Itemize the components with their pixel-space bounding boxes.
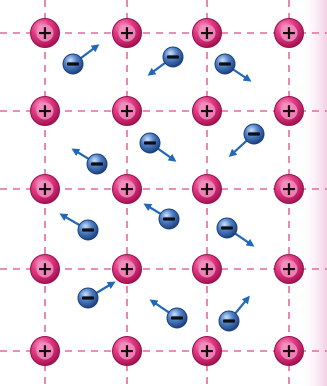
- positive-ion: +: [113, 255, 142, 284]
- positive-ion: +: [275, 255, 304, 284]
- ion-plus-sign: +: [37, 22, 53, 44]
- positive-ion: +: [193, 175, 222, 204]
- ion-plus-sign: +: [119, 178, 135, 200]
- ion-plus-sign: +: [119, 340, 135, 362]
- electron: [146, 205, 179, 229]
- positive-ion: +: [113, 175, 142, 204]
- electron: [78, 283, 113, 308]
- electron: [217, 218, 252, 245]
- right-edge-band: [300, 0, 327, 386]
- ion-plus-sign: +: [281, 100, 297, 122]
- positive-ion: +: [275, 175, 304, 204]
- motion-arrow: [80, 46, 97, 59]
- electron: [152, 301, 187, 328]
- positive-ion: +: [113, 337, 142, 366]
- ion-plus-sign: +: [37, 258, 53, 280]
- electron: [140, 133, 174, 160]
- electron-minus-sign: [82, 296, 94, 299]
- electron: [215, 54, 249, 80]
- ion-plus-sign: +: [199, 100, 215, 122]
- electron: [219, 298, 248, 331]
- electron: [63, 46, 97, 74]
- ion-plus-sign: +: [37, 100, 53, 122]
- motion-arrow: [150, 62, 166, 74]
- positive-ion: +: [31, 175, 60, 204]
- positive-ion: +: [193, 19, 222, 48]
- motion-arrow: [232, 69, 249, 80]
- electron-minus-sign: [248, 132, 260, 135]
- ion-plus-sign: +: [119, 100, 135, 122]
- electron: [74, 150, 107, 174]
- motion-arrow: [74, 150, 89, 159]
- ion-plus-sign: +: [199, 178, 215, 200]
- ion-plus-sign: +: [37, 178, 53, 200]
- positive-ion: +: [113, 19, 142, 48]
- positive-ion: +: [193, 337, 222, 366]
- positive-ion: +: [31, 19, 60, 48]
- motion-arrow: [235, 298, 248, 314]
- positive-ion: +: [193, 255, 222, 284]
- ion-plus-sign: +: [281, 258, 297, 280]
- electron-minus-sign: [67, 62, 79, 65]
- ion-plus-sign: +: [37, 340, 53, 362]
- ion-plus-sign: +: [281, 22, 297, 44]
- electron: [62, 215, 98, 240]
- electron: [150, 47, 183, 74]
- motion-arrow: [146, 205, 161, 214]
- positive-ion: +: [193, 97, 222, 126]
- electron-minus-sign: [163, 217, 175, 220]
- ion-plus-sign: +: [281, 340, 297, 362]
- motion-arrow: [96, 283, 113, 293]
- positive-ion: +: [31, 97, 60, 126]
- electron-minus-sign: [221, 226, 233, 229]
- electron-minus-sign: [167, 55, 179, 58]
- electron-minus-sign: [223, 319, 235, 322]
- electron-minus-sign: [171, 316, 183, 319]
- electron-minus-sign: [91, 162, 103, 165]
- electron-minus-sign: [82, 228, 94, 231]
- ion-plus-sign: +: [119, 258, 135, 280]
- ion-plus-sign: +: [281, 178, 297, 200]
- ion-plus-sign: +: [199, 22, 215, 44]
- positive-ion: +: [275, 97, 304, 126]
- electron: [231, 124, 264, 155]
- positive-ion: +: [275, 337, 304, 366]
- motion-arrow: [231, 140, 247, 155]
- ion-plus-sign: +: [199, 258, 215, 280]
- motion-arrow: [157, 148, 174, 160]
- motion-arrow: [234, 233, 252, 245]
- motion-arrow: [152, 301, 170, 313]
- positive-ion: +: [31, 255, 60, 284]
- positive-ion: +: [275, 19, 304, 48]
- motion-arrow: [62, 215, 80, 226]
- ion-plus-sign: +: [199, 340, 215, 362]
- electron-minus-sign: [144, 141, 156, 144]
- positive-ion: +: [31, 337, 60, 366]
- positive-ion: +: [113, 97, 142, 126]
- electron-minus-sign: [219, 62, 231, 65]
- ion-plus-sign: +: [119, 22, 135, 44]
